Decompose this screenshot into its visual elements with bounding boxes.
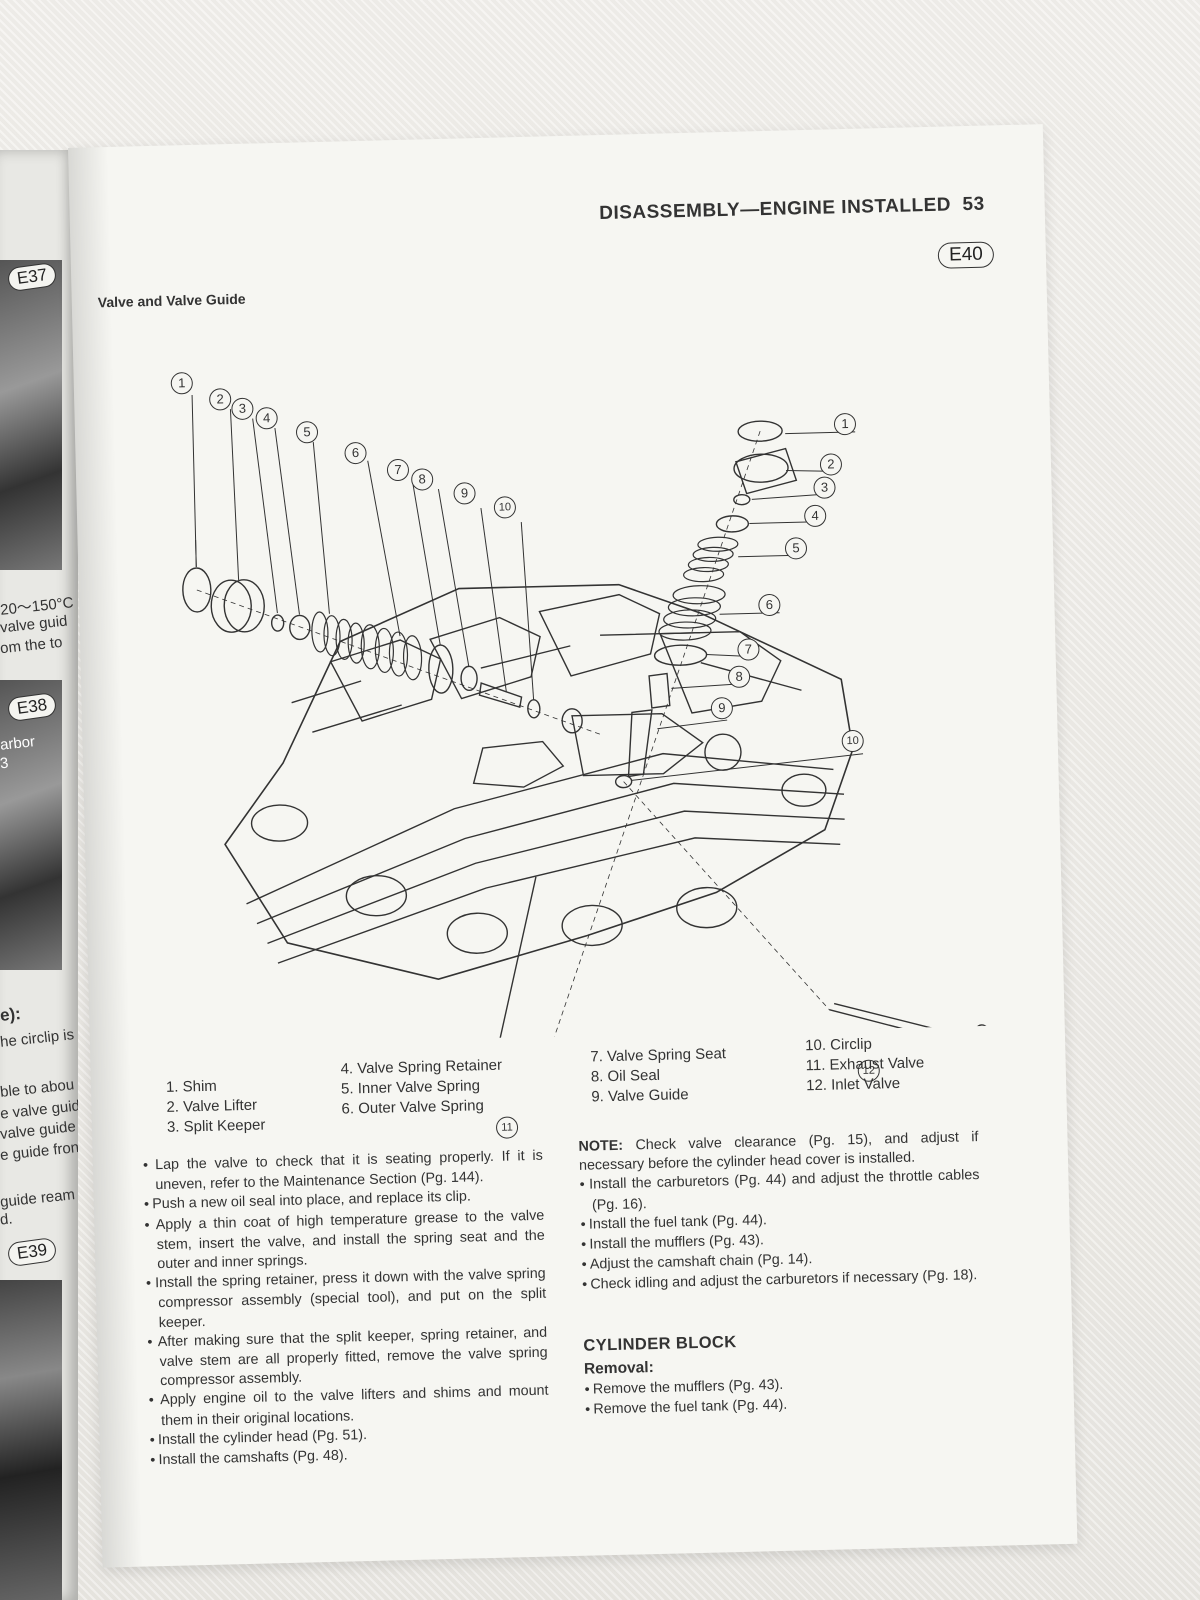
- part-item: 1. Shim: [165, 1077, 218, 1096]
- right-column: NOTE: Check valve clearance (Pg. 15), an…: [578, 1128, 985, 1421]
- parts-column-2: 4. Valve Spring Retainer 5. Inner Valve …: [340, 1056, 503, 1120]
- left-page-edge: E37 20～150°C valve guid om the to E38 ar…: [0, 150, 78, 1600]
- left-photo-3: [0, 1280, 62, 1600]
- left-photo-2: [0, 680, 62, 970]
- parts-column-3: 7. Valve Spring Seat 8. Oil Seal 9. Valv…: [590, 1044, 727, 1107]
- manual-page: DISASSEMBLY—ENGINE INSTALLED 53 E40 Valv…: [68, 124, 1078, 1568]
- exhaust-valve-drawing: [470, 876, 537, 1048]
- part-item: 7. Valve Spring Seat: [590, 1045, 727, 1066]
- instruction-item: Apply a thin coat of high temperature gr…: [144, 1206, 545, 1274]
- left-fragment: guide ream: [0, 1186, 76, 1211]
- figure-badge-e40: E40: [937, 241, 995, 269]
- cylinder-head-drawing: [224, 583, 854, 981]
- reassembly-steps: Lap the valve to check that it is seatin…: [143, 1147, 551, 1472]
- left-fragment: e):: [0, 1003, 22, 1026]
- parts-column-4: 10. Circlip 11. Exhaust Valve 12. Inlet …: [805, 1033, 925, 1096]
- left-fragment: e guide fron: [0, 1138, 78, 1165]
- part-item: 12. Inlet Valve: [805, 1074, 901, 1095]
- page-number: 53: [962, 193, 985, 216]
- left-fragment: d.: [0, 1210, 14, 1229]
- left-fragment: he circlip is: [0, 1026, 75, 1051]
- parts-column-1: 1. Shim 2. Valve Lifter 3. Split Keeper: [166, 1075, 266, 1137]
- section-title: Valve and Valve Guide: [97, 290, 246, 311]
- instruction-item: Install the spring retainer, press it do…: [146, 1265, 547, 1333]
- left-fragment: arbor: [0, 733, 36, 754]
- figure-badge-e39: E39: [6, 1236, 58, 1268]
- note-label: NOTE:: [578, 1137, 624, 1155]
- part-item: 9. Valve Guide: [591, 1086, 689, 1106]
- part-item: 11. Exhaust Valve: [805, 1054, 925, 1075]
- left-photo-1: [0, 260, 62, 570]
- axis-lines: [196, 431, 830, 1048]
- part-item: 6. Outer Valve Spring: [341, 1097, 485, 1118]
- page-header: DISASSEMBLY—ENGINE INSTALLED 53: [599, 194, 985, 225]
- part-item: 2. Valve Lifter: [166, 1096, 258, 1116]
- header-title: DISASSEMBLY—ENGINE INSTALLED: [598, 194, 952, 225]
- left-fragment: ble to abou: [0, 1076, 75, 1101]
- left-fragment: om the to: [0, 633, 64, 658]
- left-fragment: 3: [0, 754, 10, 773]
- part-item: 3. Split Keeper: [166, 1116, 266, 1136]
- instruction-item: After making sure that the split keeper,…: [147, 1323, 548, 1391]
- valve-exploded-diagram: [182, 395, 996, 1048]
- inlet-valve-head: [969, 1024, 996, 1048]
